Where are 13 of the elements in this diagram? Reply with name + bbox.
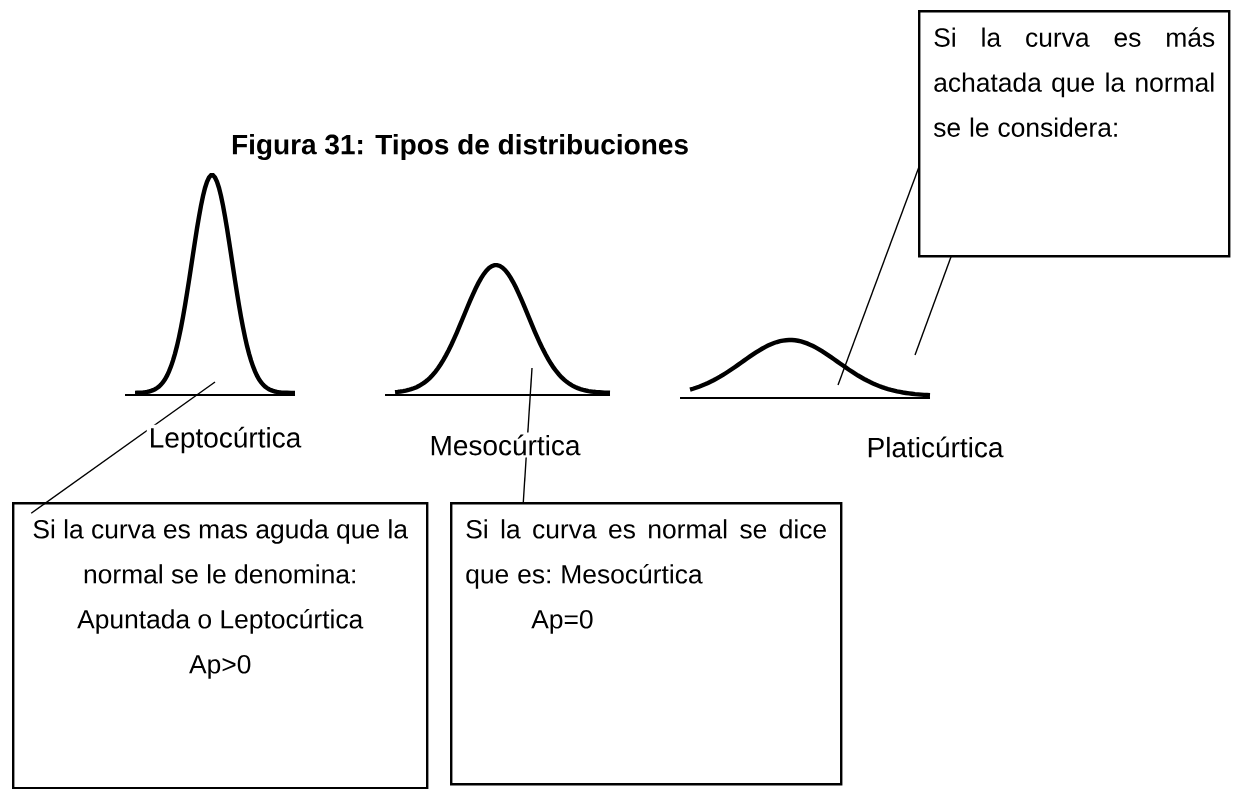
text-box: Si la curva es mas aguda que la normal se le denomina: Apuntada o Leptocúrtica Ap>0 <box>12 502 429 789</box>
curve-label: Platicúrtica <box>864 434 1006 460</box>
curve-drawing <box>384 262 611 396</box>
text-box: Si la curva es normal se dice que es: Mesocúrtica Ap=0 <box>450 502 843 786</box>
leader-line <box>914 255 952 356</box>
curve-label: Mesocúrtica <box>427 432 583 458</box>
leader-line <box>837 165 920 386</box>
curve-drawing <box>679 337 931 399</box>
text-box: Si la curva es más achatada que la normal se le considera: <box>918 10 1231 258</box>
curve-drawing <box>124 173 296 396</box>
curve-label: Leptocúrtica <box>146 424 304 456</box>
leader-line <box>30 381 216 514</box>
figure-title: Figura 31: Tipos de distribuciones <box>232 133 688 161</box>
